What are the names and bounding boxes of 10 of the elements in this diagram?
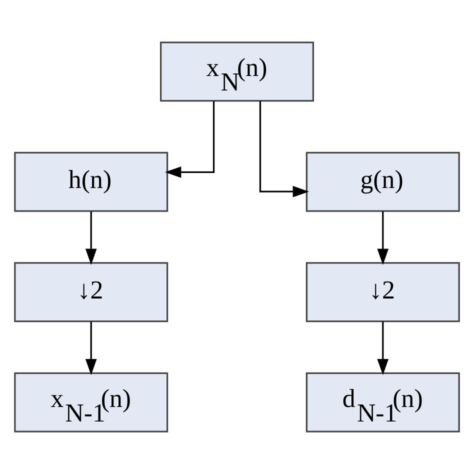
node-box: ↓2 bbox=[306, 262, 460, 322]
node-box: g(n) bbox=[306, 152, 460, 212]
arrow bbox=[164, 101, 215, 178]
arrow bbox=[85, 322, 97, 376]
arrow bbox=[259, 101, 310, 198]
arrow bbox=[377, 322, 389, 376]
arrow bbox=[377, 211, 389, 265]
arrow bbox=[85, 211, 97, 265]
node-box: ↓2 bbox=[14, 262, 168, 322]
node-box: h(n) bbox=[14, 152, 168, 212]
